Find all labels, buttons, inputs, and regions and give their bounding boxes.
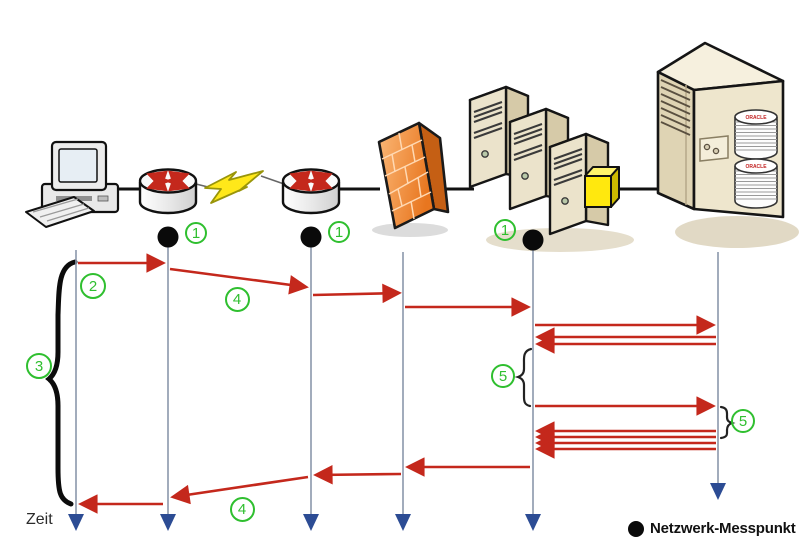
oracle-label-2: ORACLE (745, 164, 767, 170)
annotation-2: 2 (80, 273, 106, 299)
lifeline-arrowhead-router-1 (160, 514, 176, 531)
firewall-icon (377, 121, 450, 230)
legend-label: Netzwerk-Messpunkt (650, 520, 796, 537)
router-2-icon (283, 170, 339, 214)
oracle-disc-stack-2: ORACLE (734, 158, 778, 209)
server-cluster-icon (468, 85, 620, 236)
brace-total-time (45, 259, 78, 507)
annotation-1-server: 1 (494, 219, 516, 241)
lifeline-arrowhead-oracle-db (710, 483, 726, 500)
lifeline-arrowhead-router-2 (303, 514, 319, 531)
annotation-1-router-1: 1 (185, 222, 207, 244)
message-3-router-2-to-firewall (312, 283, 402, 304)
lifeline-arrowhead-firewall (395, 514, 411, 531)
wan-lightning-icon (204, 170, 264, 204)
lifeline-arrowhead-client-pc (68, 514, 84, 531)
firewall-shadow (372, 223, 448, 237)
message-2-router-1-to-router-2 (169, 267, 309, 295)
oracle-server-icon: ORACLE ORACLE (656, 41, 785, 219)
message-14-firewall-to-router-2 (313, 465, 402, 485)
annotation-5-server: 5 (491, 364, 515, 388)
oracle-label-1: ORACLE (745, 115, 767, 121)
annotation-4-response: 4 (229, 496, 255, 522)
time-axis-label: Zeit (26, 511, 53, 528)
legend-measure-point-dot (628, 521, 644, 537)
oracle-shadow (675, 216, 799, 248)
brace-server-processing (514, 347, 533, 408)
servers-shadow (486, 228, 634, 252)
annotation-5-db: 5 (731, 409, 755, 433)
annotation-4-request: 4 (224, 286, 250, 312)
router-1-icon (140, 170, 196, 214)
message-15-router-2-to-router-1 (170, 475, 309, 505)
oracle-disc-stack-1: ORACLE (734, 109, 778, 160)
measure-point-router-1 (157, 226, 179, 248)
annotation-3: 3 (26, 353, 52, 379)
measure-point-server-cluster (522, 229, 544, 251)
client-pc-icon (25, 140, 120, 228)
software-box-icon (584, 166, 620, 208)
annotation-1-router-2: 1 (328, 221, 350, 243)
lifeline-arrowhead-server-cluster (525, 514, 541, 531)
link-wan-router2 (260, 175, 285, 185)
measure-point-router-2 (300, 226, 322, 248)
